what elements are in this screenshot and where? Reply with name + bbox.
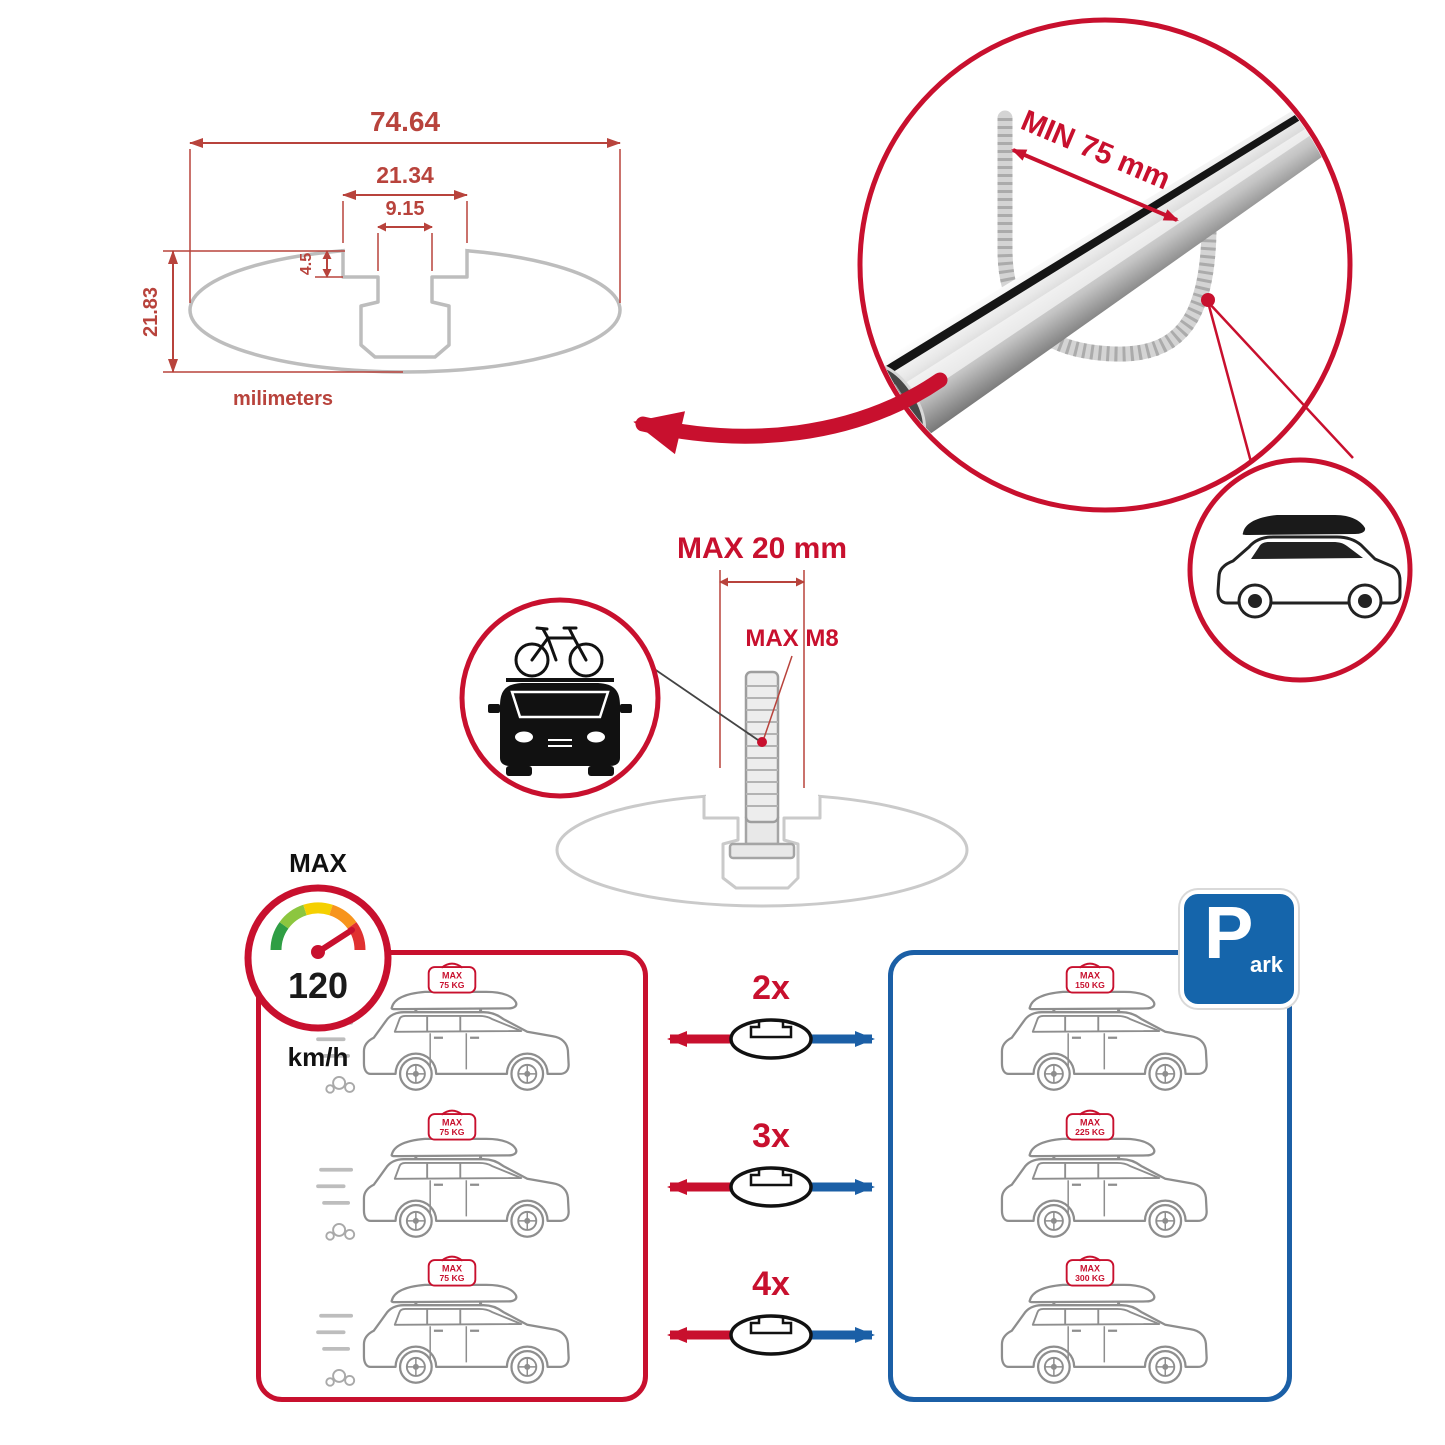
svg-text:300 KG: 300 KG [1075,1273,1105,1283]
svg-text:21.34: 21.34 [376,162,434,188]
speed-value: 120 [288,965,348,1006]
svg-text:MAX: MAX [1080,1263,1100,1273]
dim-lip-depth: 4.5 [163,250,345,278]
pointer-arrow-icon [633,372,948,455]
roof-load-tag: MAX 75 KG [427,962,477,994]
svg-text:225 KG: 225 KG [1075,1127,1105,1137]
parked-car-row: MAX 150 KG [1000,962,1209,1092]
svg-text:75 KG: 75 KG [440,980,465,990]
multiplier-row: 4x [667,1265,875,1356]
parked-car-row: MAX 225 KG [1000,1109,1209,1238]
parking-sign-suffix: ark [1250,952,1284,977]
multiplier-label: 2x [752,969,790,1007]
motion-lines-icon [316,1313,357,1388]
bar-cross-section-icon [729,1166,813,1208]
svg-text:MAX: MAX [442,1263,462,1273]
multiplier-label: 3x [752,1117,790,1155]
dim-bolt-thread: MAX M8 [745,625,839,747]
dim-total-width: 74.64 [189,106,621,303]
units-label: milimeters [233,388,333,410]
roof-load-tag: MAX 150 KG [1065,962,1115,994]
driving-car-row: MAX 75 KG [316,1109,571,1242]
roof-load-tag: MAX 75 KG [427,1255,477,1287]
svg-text:9.15: 9.15 [386,198,425,220]
parking-sign-letter: P [1204,891,1254,974]
car-roofbox-badge [1187,457,1413,683]
dim-bolt-length: MAX 20 mm [677,532,847,863]
motion-lines-icon [316,1167,357,1242]
bolt-thread-label: MAX M8 [745,625,838,652]
svg-text:MAX: MAX [442,971,462,981]
svg-text:4.5: 4.5 [298,253,315,275]
car-front-icon [488,678,632,776]
bar-cross-section-icon [729,1314,813,1356]
callout-line [646,663,759,741]
parking-icon: P ark [1180,890,1298,1008]
suv-roofbox-icon [1000,1136,1209,1238]
multiplier-row: 2x [667,969,875,1060]
driving-car-row: MAX 75 KG [316,962,571,1095]
svg-text:MAX: MAX [442,1117,462,1127]
suv-roofbox-icon [362,1283,571,1384]
driving-car-row: MAX 75 KG [316,1255,571,1388]
bar-cross-section-drawing: 74.64 21.34 9.15 4.5 21.83 milimeters [140,106,622,410]
crossbar-icon [863,104,1333,445]
multiplier-label: 4x [752,1265,790,1303]
bolt-spec-drawing: MAX 20 mm MAX M8 [459,532,969,908]
gauge-arc [270,902,366,951]
bar-cross-section-icon [729,1018,813,1060]
svg-text:75 KG: 75 KG [440,1273,465,1283]
detail-pointer-lines [1201,293,1354,463]
suv-roofbox-icon [1216,515,1402,619]
roof-load-tag: MAX 300 KG [1065,1255,1115,1287]
multiplier-row: 3x [667,1117,875,1208]
speed-unit: km/h [288,1042,349,1072]
suv-roofbox-icon [362,1136,571,1238]
roof-load-tag: MAX 75 KG [427,1109,477,1141]
dim-channel-outer: 21.34 [342,162,468,243]
parked-car-row: MAX 300 KG [1000,1255,1209,1384]
svg-text:MAX: MAX [1080,971,1100,981]
driving-panel: MAX 75 KG MAX 75 KG MAX 75 KG [256,950,648,1402]
suv-roofbox-icon [1000,1283,1209,1384]
suv-roofbox-icon [1000,990,1209,1092]
roof-load-tag: MAX 225 KG [1065,1109,1115,1141]
bar-profile-icon [188,241,622,374]
svg-text:21.83: 21.83 [140,287,162,337]
dim-bar-height: 21.83 milimeters [140,250,403,410]
speedometer-icon: MAX 120 km/h [244,848,392,1072]
dim-channel-inner: 9.15 [377,198,433,271]
bar-detail-view: MIN 75 mm [857,17,1354,513]
svg-text:MAX: MAX [1080,1117,1100,1127]
svg-text:150 KG: 150 KG [1075,980,1105,990]
speed-max-label: MAX [289,848,347,878]
parked-panel: MAX 150 KG MAX 225 KG MAX 300 KG [888,950,1292,1402]
svg-text:74.64: 74.64 [370,106,440,137]
svg-text:75 KG: 75 KG [440,1127,465,1137]
bike-car-badge [459,597,661,799]
bolt-length-label: MAX 20 mm [677,532,847,565]
bicycle-icon [514,626,604,678]
